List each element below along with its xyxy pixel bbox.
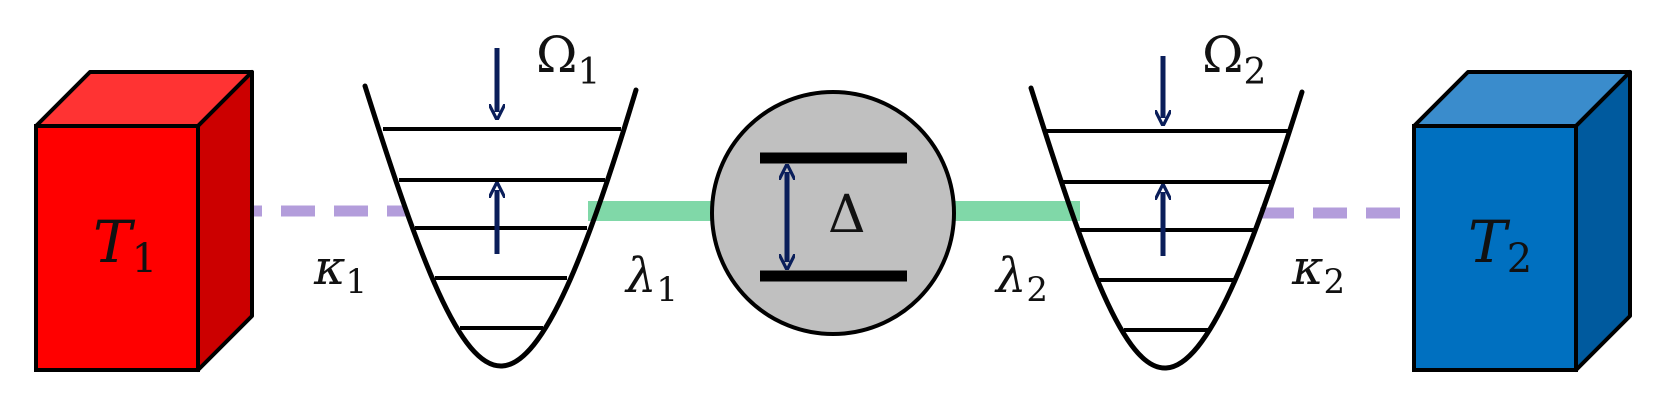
qubit: Δ xyxy=(710,90,956,336)
coupling-label-kappa1: κ1 xyxy=(313,240,367,302)
oscillator-left-label: Ω1 xyxy=(536,26,600,93)
reservoir-left: T1 xyxy=(34,70,254,372)
coupling-label-kappa2: κ2 xyxy=(1291,240,1345,302)
reservoir-right-label: T2 xyxy=(1468,208,1532,282)
qubit-label: Δ xyxy=(828,185,866,245)
coupling-label-lambda1: λ1 xyxy=(624,248,678,310)
oscillator-left: Ω1 xyxy=(362,26,639,369)
reservoir-right: T2 xyxy=(1412,70,1632,372)
oscillator-right: Ω2 xyxy=(1028,26,1305,371)
reservoir-left-front xyxy=(34,124,200,372)
harmonic-well-icon xyxy=(1028,85,1305,371)
harmonic-well-icon xyxy=(362,83,639,369)
coupling-label-lambda2: λ2 xyxy=(994,248,1048,310)
reservoir-left-label: T1 xyxy=(93,208,157,282)
reservoir-left-side xyxy=(196,70,254,372)
reservoir-right-side xyxy=(1574,70,1632,372)
reservoir-right-front xyxy=(1412,124,1578,372)
box-3d-icon xyxy=(1412,70,1632,372)
oscillator-right-label: Ω2 xyxy=(1202,26,1266,93)
box-3d-icon xyxy=(34,70,254,372)
